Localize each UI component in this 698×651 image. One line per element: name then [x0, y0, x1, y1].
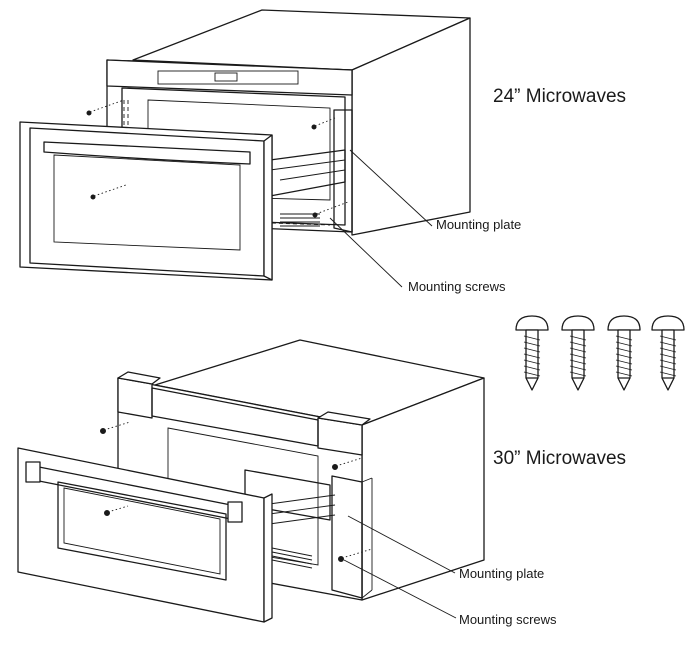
screw-icon: [607, 315, 641, 391]
screw-icon: [651, 315, 685, 391]
title-30-microwaves: 30” Microwaves: [493, 448, 627, 469]
microwave-24-illustration: [19, 9, 471, 288]
screw-icon: [515, 315, 549, 391]
title-24-microwaves: 24” Microwaves: [493, 86, 627, 107]
label-mounting-plate-24: Mounting plate: [436, 217, 522, 232]
label-mounting-screws-30: Mounting screws: [459, 612, 557, 627]
screw-icons: [515, 315, 685, 391]
label-mounting-plate-30: Mounting plate: [459, 566, 545, 581]
screw-icon: [561, 315, 595, 391]
microwave-30-illustration: [17, 339, 485, 623]
label-mounting-screws-24: Mounting screws: [408, 279, 506, 294]
